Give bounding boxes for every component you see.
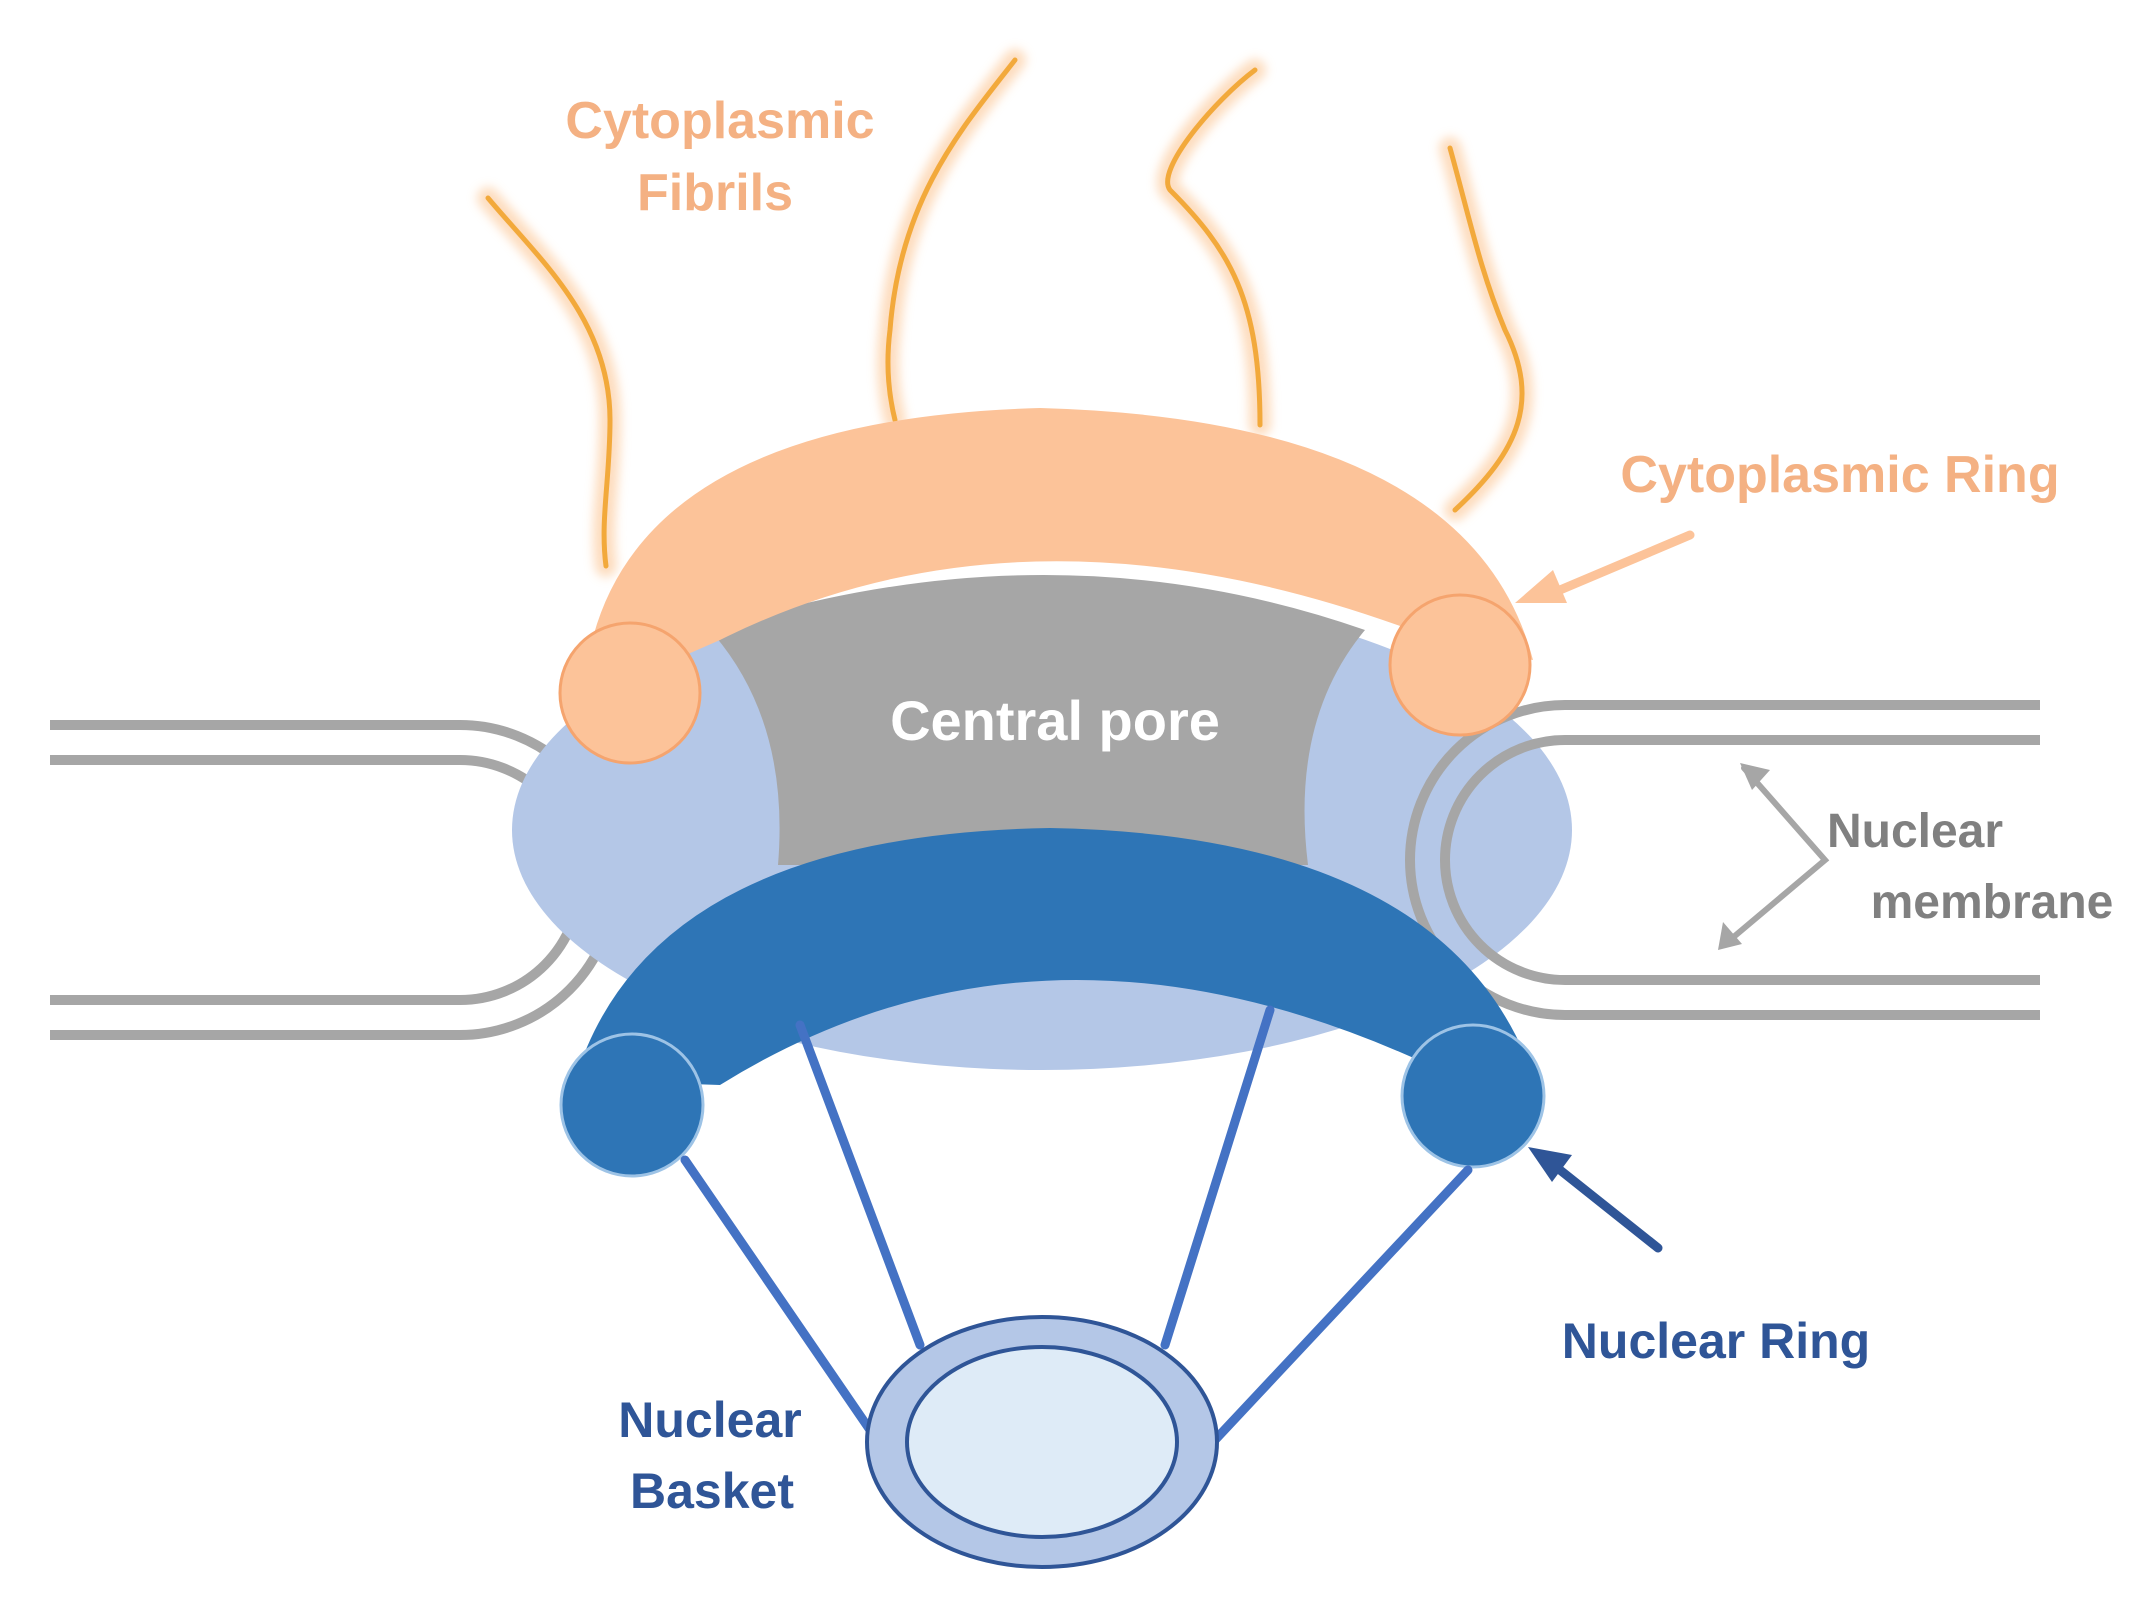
cytoplasmic-ring-right-lobe <box>1388 593 1532 737</box>
central-pore <box>710 575 1365 865</box>
nuclear-ring-left-lobe <box>559 1032 705 1178</box>
nuclear-basket-label-line2: Basket <box>630 1463 794 1519</box>
nuclear-basket-label-line1: Nuclear <box>618 1392 801 1448</box>
cytoplasmic-fibrils <box>477 49 1534 577</box>
nuclear-ring-label: Nuclear Ring <box>1562 1313 1870 1369</box>
nuclear-ring-arrow <box>1528 1147 1663 1253</box>
nuclear-basket-label: Nuclear Basket <box>618 1392 801 1519</box>
nuclear-ring <box>559 828 1546 1178</box>
cytoplasmic-fibrils-label-line1: Cytoplasmic <box>565 92 874 150</box>
cytoplasmic-ring-left-lobe <box>558 621 702 765</box>
cytoplasmic-ring <box>558 408 1533 765</box>
cytoplasmic-ring-arrow <box>1515 530 1695 603</box>
cytoplasmic-fibrils-label-line2: Fibrils <box>637 164 793 222</box>
cytoplasmic-ring-label: Cytoplasmic Ring <box>1620 446 2059 504</box>
central-pore-label: Central pore <box>890 689 1220 752</box>
nuclear-membrane-label-line2: membrane <box>1871 876 2114 929</box>
nuclear-ring-right-lobe <box>1400 1023 1546 1169</box>
nuclear-membrane-arrows <box>1718 763 1830 950</box>
nuclear-membrane-label-line1: Nuclear <box>1827 805 2003 858</box>
cytoplasmic-fibrils-label: Cytoplasmic Fibrils <box>565 92 874 222</box>
nuclear-basket-ring <box>865 1315 1219 1569</box>
nuclear-basket-struts <box>680 1005 1473 1445</box>
nuclear-membrane-label: Nuclear membrane <box>1827 805 2113 929</box>
